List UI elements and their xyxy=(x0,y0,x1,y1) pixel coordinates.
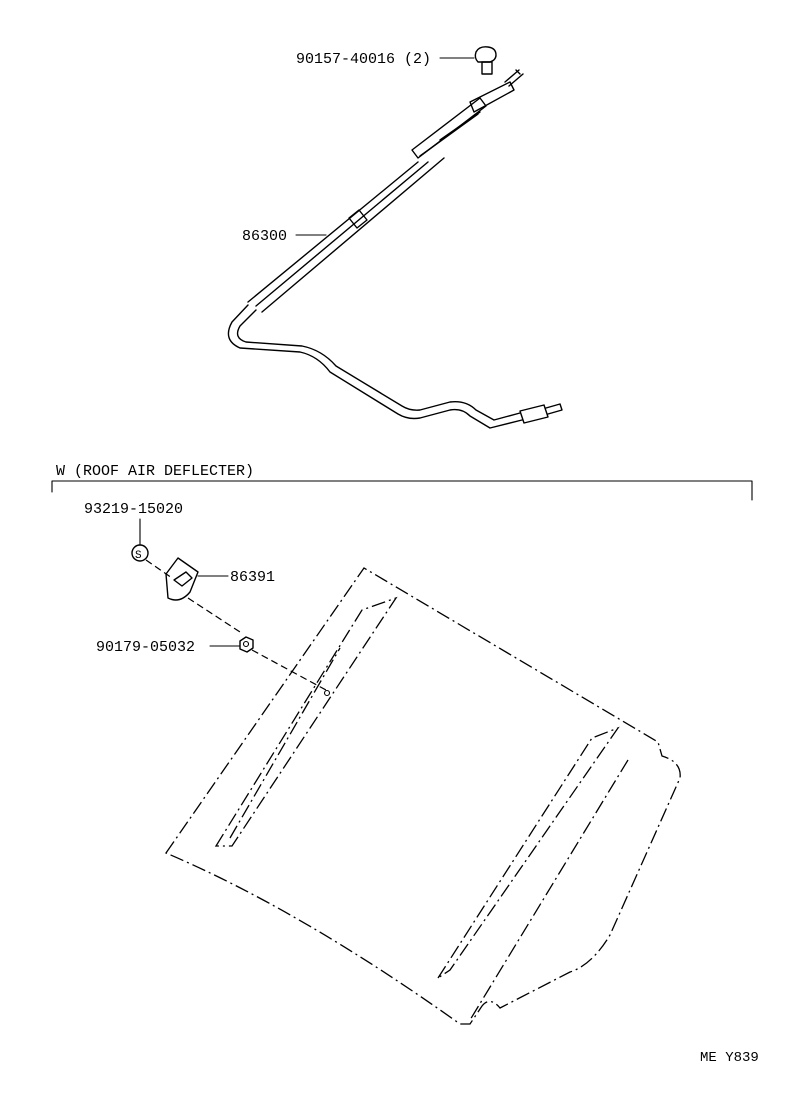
deflector-right-rib xyxy=(437,726,620,979)
deflector-left-rib xyxy=(214,596,398,847)
bracket-slot xyxy=(173,571,193,587)
antenna-housing-detail xyxy=(419,111,481,157)
section-bracket xyxy=(51,480,753,501)
bolt-shank xyxy=(481,61,493,75)
label-screw: 93219-15020 xyxy=(84,501,183,518)
antenna-base xyxy=(469,81,515,113)
label-bolt: 90157-40016 (2) xyxy=(296,51,431,68)
antenna-housing xyxy=(411,97,487,159)
deflector-outline xyxy=(165,567,681,1025)
screw-circle xyxy=(131,544,149,562)
antenna-plug xyxy=(519,404,549,424)
label-nut: 90179-05032 xyxy=(96,639,195,656)
bolt-part xyxy=(439,46,497,75)
screw-symbol: S xyxy=(135,550,142,562)
label-antenna: 86300 xyxy=(242,228,287,245)
assembly-guide-lines xyxy=(145,559,327,691)
antenna-part xyxy=(227,69,563,429)
roof-air-deflector xyxy=(165,567,681,1025)
bracket-part xyxy=(165,557,229,601)
screw-part: S xyxy=(131,544,149,562)
nut-hex xyxy=(239,636,254,653)
nut-hole xyxy=(242,640,250,648)
bracket-body xyxy=(165,557,199,601)
antenna-cable-inner xyxy=(236,309,521,421)
antenna-mast xyxy=(247,161,429,307)
bolt-head xyxy=(474,46,497,63)
deflector-contour-lines xyxy=(229,647,629,1021)
section-title: W (ROOF AIR DEFLECTER) xyxy=(56,463,254,480)
nut-part xyxy=(239,636,254,653)
diagram-code: ME Y839 xyxy=(700,1050,759,1066)
antenna-cable xyxy=(227,304,523,429)
label-bracket: 86391 xyxy=(230,569,275,586)
mount-hole xyxy=(323,689,331,697)
antenna-mast-inner xyxy=(261,157,445,313)
antenna-plug-pin xyxy=(545,403,563,415)
antenna-collar xyxy=(348,209,368,229)
